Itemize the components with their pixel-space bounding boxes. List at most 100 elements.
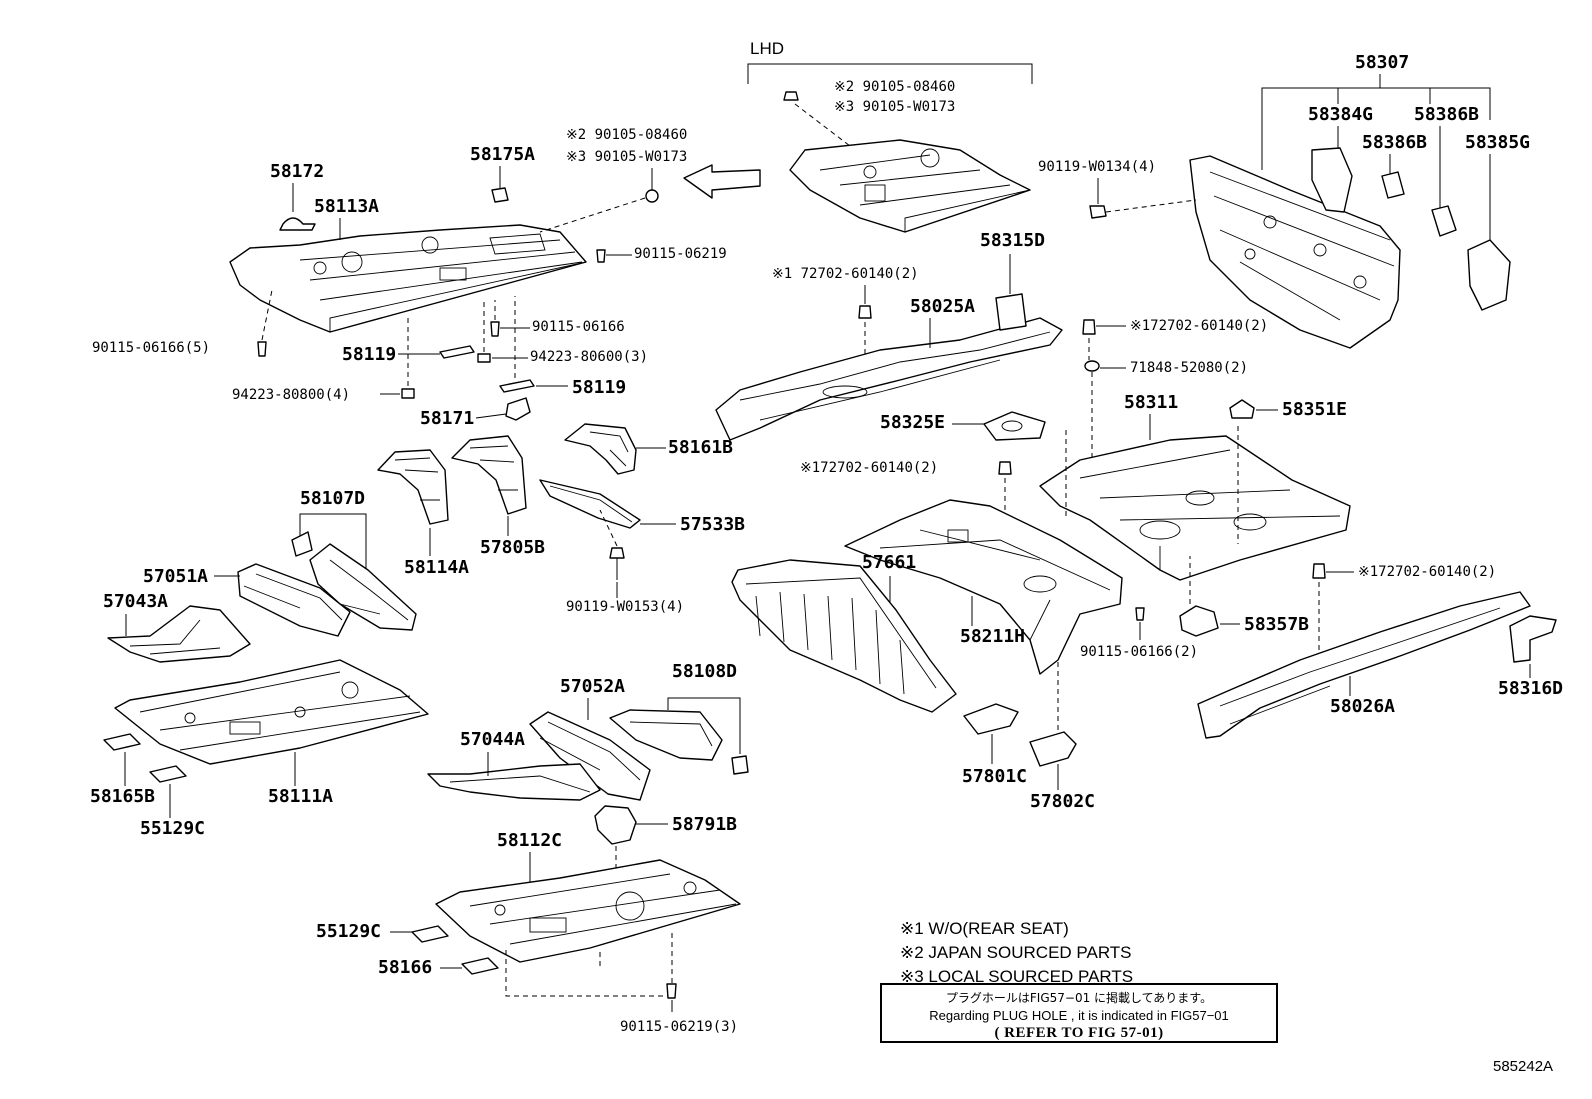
plate-57802C: [1029, 731, 1077, 767]
member-58025A: [715, 317, 1063, 441]
bolt-front-floor: [539, 168, 659, 233]
note-3: ※3 LOCAL SOURCED PARTS: [900, 967, 1133, 986]
reinforcement-58114A: [377, 449, 449, 525]
floor-pan-58112C: [435, 859, 741, 963]
screw-90115-06219: [596, 249, 606, 263]
bolt-72702-c: [1082, 319, 1126, 360]
label-bolt-japan: ※2 90105-08460: [566, 127, 687, 143]
clip-58119-a: [439, 345, 475, 359]
screw-90115-06166-2: [1135, 607, 1145, 640]
screw-90115-06219-3: [666, 983, 677, 1012]
lhd-bolt: [783, 91, 851, 147]
nut-94223-80800: [401, 388, 415, 399]
label-71848-52080: 71848-52080(2): [1130, 360, 1248, 376]
member-58026A: [1197, 591, 1531, 739]
label-90115-06166: 90115-06166: [532, 319, 625, 335]
pad-55129C-a: [149, 765, 187, 783]
label-57052A: 57052A: [560, 676, 625, 697]
label-58171: 58171: [420, 408, 474, 429]
label-58172: 58172: [270, 161, 324, 182]
label-72702-d: ※172702-60140(2): [1358, 564, 1496, 580]
label-90115-06219: 90115-06219: [634, 246, 727, 262]
plate-57801C: [963, 703, 1019, 735]
member-58107D: [309, 543, 417, 631]
bolt-72702-d: [1312, 563, 1354, 662]
label-57044A: 57044A: [460, 729, 525, 750]
member-57044A: [427, 763, 601, 801]
label-58384G: 58384G: [1308, 104, 1373, 125]
crossmember-57533B: [539, 479, 641, 529]
bracket-58386B-a: [1431, 205, 1457, 237]
bracket-58351E: [1229, 399, 1255, 419]
label-58385G: 58385G: [1465, 132, 1530, 153]
bracket-58107D-a: [291, 531, 313, 557]
bracket-58384G: [1311, 147, 1353, 213]
label-58307: 58307: [1355, 52, 1409, 73]
lhd-bolt-japan-label: ※2 90105-08460: [834, 79, 955, 95]
screw-90115-06166: [490, 321, 500, 337]
lhd-bolt-local-label: ※3 90105-W0173: [834, 99, 955, 115]
bolt-90119-W0153: [599, 509, 625, 580]
reinforcement-57805B: [451, 435, 527, 515]
label-58119-b: 58119: [572, 377, 626, 398]
front-floor-pan-58113A: [229, 224, 587, 333]
leader-58107D: [299, 513, 367, 592]
label-57802C: 57802C: [1030, 791, 1095, 812]
leader-58307: [1261, 87, 1491, 170]
label-90119-W0153: 90119-W0153(4): [566, 599, 684, 615]
clip-71848-52080: [1084, 360, 1126, 520]
member-57661: [731, 559, 957, 713]
plug-hole-english: Regarding PLUG HOLE , it is indicated in…: [929, 1008, 1229, 1023]
label-55129C-b: 55129C: [316, 921, 381, 942]
bracket-58161B: [564, 423, 637, 475]
label-58315D: 58315D: [980, 230, 1045, 251]
label-58114A: 58114A: [404, 557, 469, 578]
member-57051A: [237, 563, 351, 637]
label-58211H: 58211H: [960, 626, 1025, 647]
pad-58166: [461, 957, 499, 975]
label-90115-06166-2: 90115-06166(2): [1080, 644, 1198, 660]
clip-58108D: [731, 755, 749, 775]
bracket-58172: [279, 217, 316, 231]
label-90119-W0134: 90119-W0134(4): [1038, 159, 1156, 175]
clip-58175A: [491, 187, 509, 203]
lhd-bracket: [747, 63, 1033, 84]
label-55129C-a: 55129C: [140, 818, 205, 839]
label-57043A: 57043A: [103, 591, 168, 612]
label-58161B: 58161B: [668, 437, 733, 458]
pad-58165B: [103, 733, 141, 751]
panel-58307: [1189, 155, 1401, 349]
bracket-58315D: [995, 293, 1027, 331]
floor-pan-58111A: [114, 659, 429, 765]
bolt-72702-b: [998, 461, 1012, 540]
label-58311: 58311: [1124, 392, 1178, 413]
plug-58171: [505, 397, 531, 421]
pad-55129C-b: [411, 925, 449, 943]
label-58119-a: 58119: [342, 344, 396, 365]
bracket-58316D: [1509, 615, 1557, 663]
bracket-58386B-b: [1381, 171, 1405, 199]
label-57051A: 57051A: [143, 566, 208, 587]
label-58357B: 58357B: [1244, 614, 1309, 635]
label-72702-c: ※172702-60140(2): [1130, 318, 1268, 334]
nut-94223-80600: [477, 353, 491, 363]
note-1: ※1 W/O(REAR SEAT): [900, 919, 1069, 938]
note-2: ※2 JAPAN SOURCED PARTS: [900, 943, 1132, 962]
label-58166: 58166: [378, 957, 432, 978]
label-58165B: 58165B: [90, 786, 155, 807]
plug-hole-refer-link[interactable]: ( REFER TO FIG 57-01): [994, 1025, 1164, 1041]
label-90115-06166-5: 90115-06166(5): [92, 340, 210, 356]
label-57801C: 57801C: [962, 766, 1027, 787]
direction-arrow: [683, 164, 761, 199]
label-57533B: 57533B: [680, 514, 745, 535]
bracket-58357B: [1179, 605, 1219, 637]
label-58111A: 58111A: [268, 786, 333, 807]
rear-floor-dash-frame: [505, 930, 673, 997]
label-58108D: 58108D: [672, 661, 737, 682]
lhd-title: LHD: [750, 39, 784, 58]
label-58791B: 58791B: [672, 814, 737, 835]
cover-58325E: [983, 411, 1046, 441]
member-58211H: [844, 499, 1123, 675]
label-94223-80600: 94223-80600(3): [530, 349, 648, 365]
